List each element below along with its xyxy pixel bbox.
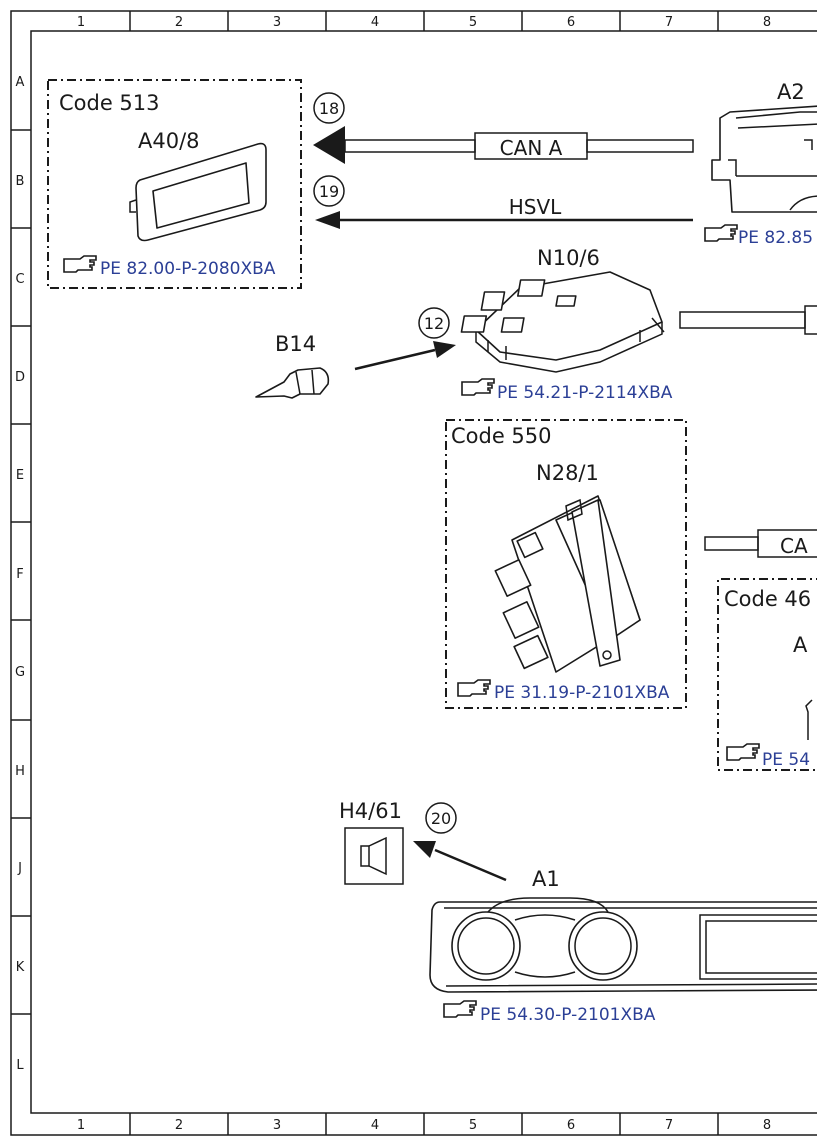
zone-code-label: Code 46 bbox=[724, 587, 811, 611]
ca-partial-label: CA bbox=[780, 534, 808, 558]
row-label: F bbox=[16, 567, 23, 582]
component-label-h4-61: H4/61 bbox=[339, 799, 402, 823]
row-label: C bbox=[15, 272, 24, 287]
ref-link-a2[interactable]: PE 82.85 bbox=[738, 228, 813, 248]
zone-code-label: Code 513 bbox=[59, 91, 160, 115]
callout-12: 12 bbox=[418, 307, 450, 339]
row-label: B bbox=[16, 174, 25, 189]
display-panel-icon bbox=[129, 142, 267, 242]
ref-link-n10-6[interactable]: PE 54.21-P-2114XBA bbox=[497, 383, 673, 403]
can-a-label: CAN A bbox=[500, 136, 563, 160]
zone-code-46: Code 46 A PE 54 bbox=[717, 578, 817, 771]
ref-link-code46[interactable]: PE 54 bbox=[762, 750, 810, 770]
component-label-a40-8: A40/8 bbox=[138, 129, 200, 153]
pointing-hand-icon bbox=[704, 224, 738, 242]
zone-code-label: Code 550 bbox=[451, 424, 552, 448]
can-a-bus-line bbox=[344, 139, 476, 153]
col-label: 8 bbox=[763, 15, 771, 30]
svg-text:20: 20 bbox=[431, 809, 451, 828]
inner-frame bbox=[30, 30, 817, 1114]
display-screen bbox=[699, 914, 817, 980]
component-label-a1: A1 bbox=[532, 867, 560, 891]
callout-19: 19 bbox=[313, 175, 345, 207]
col-label: 4 bbox=[371, 1118, 379, 1133]
arrow-head-icon bbox=[433, 341, 456, 358]
component-label-code46: A bbox=[793, 633, 808, 657]
arrow-head-icon bbox=[315, 211, 340, 229]
gauge-right-icon bbox=[568, 911, 638, 981]
speaker-icon bbox=[360, 836, 387, 876]
component-label-b14: B14 bbox=[275, 332, 316, 356]
can-a-connection: CAN A bbox=[313, 126, 694, 164]
ref-link-a1[interactable]: PE 54.30-P-2101XBA bbox=[480, 1005, 656, 1025]
zone-code-550: Code 550 N28/1 PE 31.19-P-2101XBA bbox=[445, 419, 687, 709]
col-label: 7 bbox=[665, 15, 673, 30]
row-labels: A B C D E F G H J K L bbox=[15, 75, 25, 1073]
row-label: D bbox=[15, 370, 25, 385]
svg-text:12: 12 bbox=[424, 314, 444, 333]
ca-partial-connection: CA bbox=[704, 529, 817, 558]
zone-border bbox=[445, 419, 687, 709]
callout-20: 20 bbox=[425, 802, 457, 834]
col-label: 6 bbox=[567, 15, 575, 30]
outer-frame bbox=[10, 10, 817, 1136]
callout-18: 18 bbox=[313, 92, 345, 124]
zone-code-513: Code 513 A40/8 PE 82.00-P-2080XBA bbox=[47, 79, 302, 289]
col-label: 8 bbox=[763, 1118, 771, 1133]
row-label: A bbox=[16, 75, 25, 90]
col-label: 3 bbox=[273, 1118, 281, 1133]
row-label: G bbox=[15, 665, 25, 680]
col-label: 1 bbox=[77, 15, 85, 30]
n10-6-bus-line bbox=[679, 305, 817, 335]
ref-link-n28-1[interactable]: PE 31.19-P-2101XBA bbox=[494, 683, 670, 703]
pointing-hand-icon bbox=[726, 743, 760, 761]
pointing-hand-icon bbox=[461, 378, 495, 396]
component-label-n28-1-text: N28/1 bbox=[536, 461, 599, 485]
speaker-box bbox=[344, 827, 404, 885]
col-label: 7 bbox=[665, 1118, 673, 1133]
component-b14: B14 bbox=[255, 332, 456, 399]
arrow-head-icon bbox=[313, 126, 345, 164]
col-label: 4 bbox=[371, 15, 379, 30]
gauge-left-icon bbox=[451, 911, 521, 981]
component-label-a2: A2 bbox=[777, 80, 805, 104]
col-label: 2 bbox=[175, 1118, 183, 1133]
row-label: K bbox=[16, 960, 25, 975]
component-a1: A1 PE 54.30-P-2101XBA bbox=[429, 867, 817, 1025]
arrow-head-icon bbox=[413, 841, 436, 858]
control-unit-icon bbox=[494, 495, 641, 673]
col-label: 5 bbox=[469, 15, 477, 30]
component-h4-61: H4/61 bbox=[339, 799, 507, 885]
col-label: 1 bbox=[77, 1118, 85, 1133]
hsvl-connection: HSVL bbox=[315, 195, 693, 229]
svg-text:19: 19 bbox=[319, 182, 339, 201]
col-label: 3 bbox=[273, 15, 281, 30]
col-label: 2 bbox=[175, 15, 183, 30]
col-label: 5 bbox=[469, 1118, 477, 1133]
component-n10-6: N10/6 PE 54.21-P-2114XBA bbox=[460, 246, 673, 403]
row-label: L bbox=[16, 1058, 24, 1073]
column-dividers bbox=[129, 11, 719, 1135]
hsvl-label: HSVL bbox=[509, 195, 562, 219]
row-label: H bbox=[15, 764, 25, 779]
zone-border bbox=[47, 79, 302, 289]
row-dividers bbox=[11, 129, 31, 1015]
pointing-hand-icon bbox=[63, 255, 97, 273]
col-label: 6 bbox=[567, 1118, 575, 1133]
pointing-hand-icon bbox=[457, 679, 491, 697]
column-labels-top: 1 2 3 4 5 6 7 8 bbox=[77, 15, 771, 30]
component-label-n10-6: N10/6 bbox=[537, 246, 600, 270]
pointing-hand-icon bbox=[443, 1000, 477, 1018]
can-a-bus-line-right bbox=[586, 139, 694, 153]
ref-link-a40-8[interactable]: PE 82.00-P-2080XBA bbox=[100, 259, 276, 279]
row-label: J bbox=[17, 861, 22, 876]
column-labels-bottom: 1 2 3 4 5 6 7 8 bbox=[77, 1118, 771, 1133]
row-label: E bbox=[16, 468, 24, 483]
component-a2: A2 PE 82.85 bbox=[704, 80, 817, 248]
svg-text:18: 18 bbox=[319, 99, 339, 118]
